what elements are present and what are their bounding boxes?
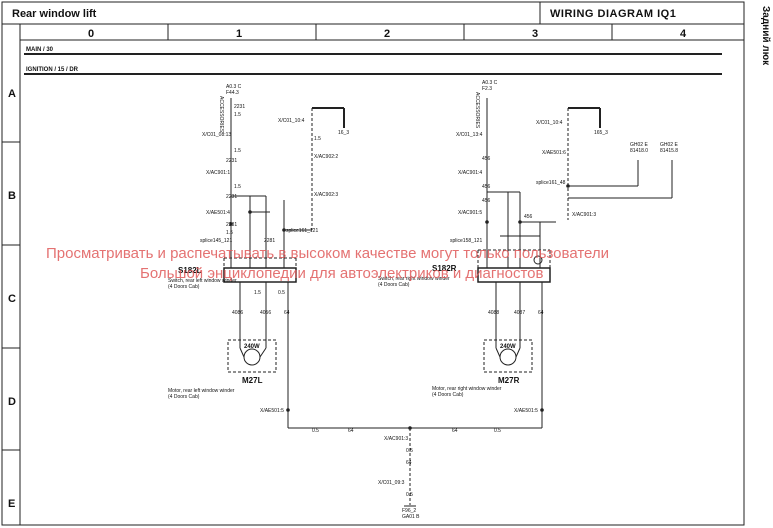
right-connector-6: X/AC901:3 — [572, 212, 597, 218]
right-motor-desc: Motor, rear right window winder (4 Doors… — [432, 386, 502, 398]
left-splice: splice145_121 — [200, 238, 233, 244]
row-e: E — [8, 498, 16, 510]
right-splice-2: splice161_48 — [536, 180, 566, 186]
right-ground-2: GH02 E 81415.8 — [660, 142, 679, 154]
right-wire-a: 4088 — [488, 310, 500, 316]
left-connector-3: X/AC901:1 — [206, 170, 231, 176]
column-2: 2 — [384, 28, 391, 40]
wiring-diagram-code: WIRING DIAGRAM IQ1 — [550, 8, 677, 20]
left-pin: 16_3 — [338, 130, 350, 136]
ground-endpoint: F96_2 GA01 B — [402, 508, 420, 520]
left-wire-4: 2281 — [264, 238, 276, 244]
column-0: 0 — [88, 28, 95, 40]
left-wire-5: 2231 — [226, 222, 238, 228]
left-connector-2: X/C01_10:4 — [278, 118, 305, 124]
row-b: B — [8, 190, 16, 202]
left-wire-1: 2231 — [234, 104, 246, 110]
left-wire-c: 64 — [284, 310, 290, 316]
frame — [1, 1, 745, 526]
right-pin: 165_3 — [594, 130, 608, 136]
right-wire-3: 456 — [482, 198, 491, 204]
right-connector-3: X/AC901:4 — [458, 170, 483, 176]
main-bus-label: MAIN / 30 — [26, 47, 54, 53]
right-motor-power: 240W — [500, 344, 516, 350]
left-gauge-3: 1.5 — [234, 184, 241, 190]
left-connector-1: X/C01_08:13 — [202, 132, 232, 138]
left-motor-connector: X/AE501:5 — [260, 408, 284, 414]
left-connector-5: X/AC902:3 — [314, 192, 339, 198]
left-switch-block — [223, 267, 297, 283]
left-wire-3: 2231 — [226, 194, 238, 200]
ground-gauge-2: 0.5 — [406, 492, 413, 498]
right-wire-1: 456 — [482, 156, 491, 162]
left-connector-4: X/AC902:2 — [314, 154, 339, 160]
ground-connector-1: X/AC901:3 — [384, 436, 409, 442]
ground-gauge-left: 0.5 — [312, 428, 319, 434]
watermark-line-1: Просматривать и распечатывать в высоком … — [46, 245, 610, 262]
right-wire-c: 64 — [538, 310, 544, 316]
left-splice-2: splice161_121 — [286, 228, 319, 234]
ground-gauge-right: 0.5 — [494, 428, 501, 434]
left-connector-6: X/AE501:4 — [206, 210, 230, 216]
column-4: 4 — [680, 28, 687, 40]
right-splice: splice158_121 — [450, 238, 483, 244]
ground-gauge-1: 0.5 — [406, 448, 413, 454]
left-gauge-1: 1.5 — [234, 112, 241, 118]
right-connector-2: X/C01_10:4 — [536, 120, 563, 126]
diagram-title: Rear window lift — [12, 8, 97, 20]
ground-wire-left: 64 — [348, 428, 354, 434]
left-gauge-7: 1.5 — [254, 290, 261, 296]
right-wire-4: 456 — [524, 214, 533, 220]
left-motor-power: 240W — [244, 344, 260, 350]
left-wire-2: 2231 — [226, 158, 238, 164]
row-d: D — [8, 396, 16, 408]
left-gauge-5: 1.5 — [314, 136, 321, 142]
left-gauge-6: 0.5 — [278, 290, 285, 296]
ignition-bus-label: IGNITION / 15 / DR — [26, 67, 79, 73]
row-a: A — [8, 88, 16, 100]
right-switch-id: S182R — [432, 264, 457, 273]
left-gauge-2: 1.5 — [234, 148, 241, 154]
right-supply-label: A0.3 C F2.3 — [482, 80, 498, 92]
right-switch-block — [477, 267, 551, 283]
row-c: C — [8, 293, 16, 305]
right-motor-connector: X/AE501:5 — [514, 408, 538, 414]
right-ground-1: GH02 E 81418.0 — [630, 142, 649, 154]
left-motor-symbol — [243, 348, 261, 366]
right-wire-b: 4087 — [514, 310, 526, 316]
right-connector-1: X/C01_13:4 — [456, 132, 483, 138]
right-motor-id: M27R — [498, 376, 520, 385]
right-switch-desc: Switch, rear right window winder (4 Door… — [378, 276, 450, 288]
left-supply-label: A0.3 C F44.3 — [226, 84, 242, 96]
left-motor-id: M27L — [242, 376, 263, 385]
right-wire-2: 456 — [482, 184, 491, 190]
right-connector-4: X/AC901:5 — [458, 210, 483, 216]
ground-wire-right: 64 — [452, 428, 458, 434]
ground-wire-1: 64 — [406, 460, 412, 466]
column-3: 3 — [532, 28, 539, 40]
side-label: Задний люк — [760, 6, 771, 66]
column-1: 1 — [236, 28, 243, 40]
right-connector-5: X/AE501:6 — [542, 150, 566, 156]
left-gauge-4: 1.5 — [226, 230, 233, 236]
right-accessories-label: ACCESSORIES — [474, 92, 480, 129]
watermark-line-2: Большой энциклопедии для автоэлектриков … — [140, 265, 544, 282]
left-switch-id: S182L — [178, 266, 202, 275]
left-wire-a: 4086 — [232, 310, 244, 316]
left-motor-desc: Motor, rear left window winder (4 Doors … — [168, 388, 235, 400]
ground-connector-2: X/C01_09:3 — [378, 480, 405, 486]
left-switch-desc: Switch, rear left window winder (4 Doors… — [168, 278, 237, 290]
left-wire-b: 4056 — [260, 310, 272, 316]
right-motor-symbol — [499, 348, 517, 366]
left-accessories-label: ACCESSORIES — [218, 96, 224, 133]
